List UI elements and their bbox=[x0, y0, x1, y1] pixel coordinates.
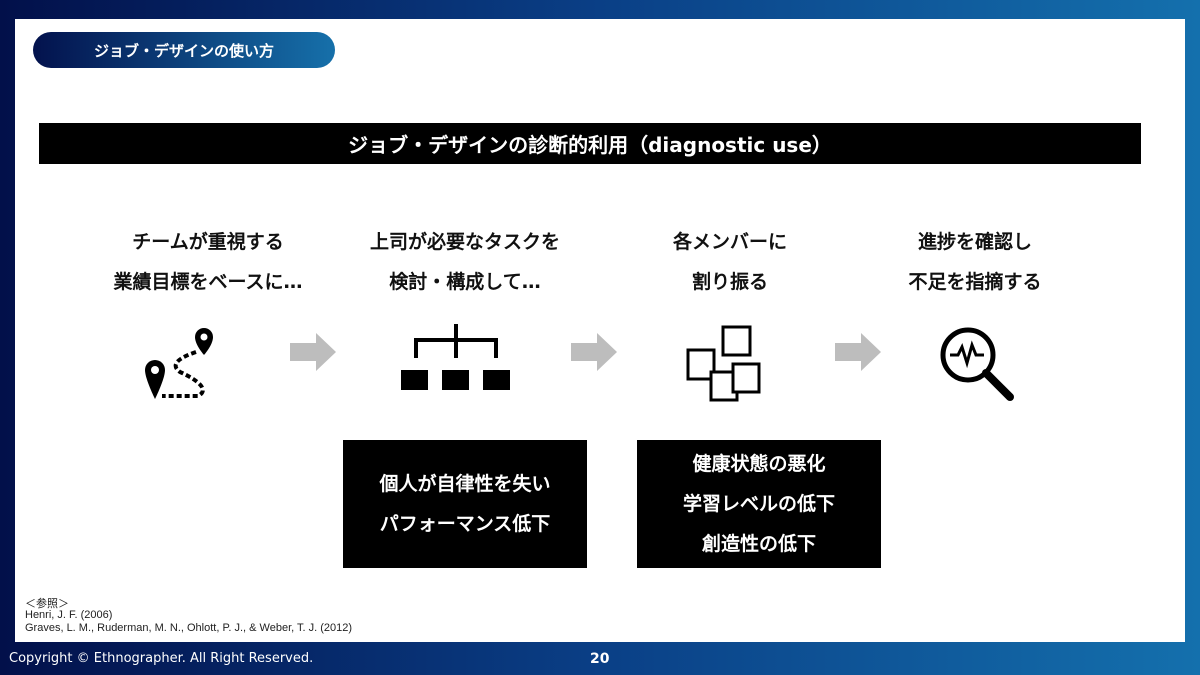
section-title: ジョブ・デザインの使い方 bbox=[33, 32, 335, 68]
reference-item: Graves, L. M., Ruderman, M. N., Ohlott, … bbox=[25, 622, 353, 634]
page-number: 20 bbox=[590, 651, 610, 667]
step-4: 進捗を確認し不足を指摘する bbox=[855, 222, 1095, 302]
step-text: 不足を指摘する bbox=[908, 271, 1042, 293]
arrow-right-icon bbox=[571, 333, 617, 371]
step-text: 業績目標をベースに… bbox=[113, 271, 303, 293]
step-text: 上司が必要なタスクを bbox=[369, 231, 560, 253]
step-text: 検討・構成して… bbox=[389, 271, 541, 293]
step-text: チームが重視する bbox=[132, 231, 284, 253]
arrow-right-icon bbox=[290, 333, 336, 371]
outcome-text: 健康状態の悪化 bbox=[692, 453, 826, 475]
arrow-right-icon bbox=[835, 333, 881, 371]
references-label: ＜参照＞ bbox=[25, 598, 69, 610]
step-text: 割り振る bbox=[691, 271, 768, 293]
outcome-text: 学習レベルの低下 bbox=[682, 493, 835, 515]
outcome-text: パフォーマンス低下 bbox=[379, 513, 551, 535]
step-2: 上司が必要なタスクを検討・構成して… bbox=[345, 222, 585, 302]
slide-heading: ジョブ・デザインの診断的利用（diagnostic use） bbox=[39, 123, 1141, 164]
org-chart-icon bbox=[401, 324, 510, 390]
step-text: 進捗を確認し bbox=[917, 231, 1032, 253]
outcome-text: 個人が自律性を失い bbox=[379, 473, 551, 495]
step-1: チームが重視する業績目標をベースに… bbox=[88, 222, 328, 302]
sticky-notes-icon bbox=[686, 325, 761, 402]
outcome-box-2: 健康状態の悪化 学習レベルの低下 創造性の低下 bbox=[637, 440, 881, 568]
map-route-icon bbox=[145, 328, 213, 399]
copyright: Copyright © Ethnographer. All Right Rese… bbox=[9, 651, 314, 666]
step-3: 各メンバーに割り振る bbox=[610, 222, 850, 302]
outcome-box-1: 個人が自律性を失い パフォーマンス低下 bbox=[343, 440, 587, 568]
outcome-text: 創造性の低下 bbox=[701, 533, 816, 555]
reference-item: Henri, J. F. (2006) bbox=[25, 609, 113, 621]
step-text: 各メンバーに bbox=[672, 231, 787, 253]
magnifier-pulse-icon bbox=[940, 327, 1014, 401]
